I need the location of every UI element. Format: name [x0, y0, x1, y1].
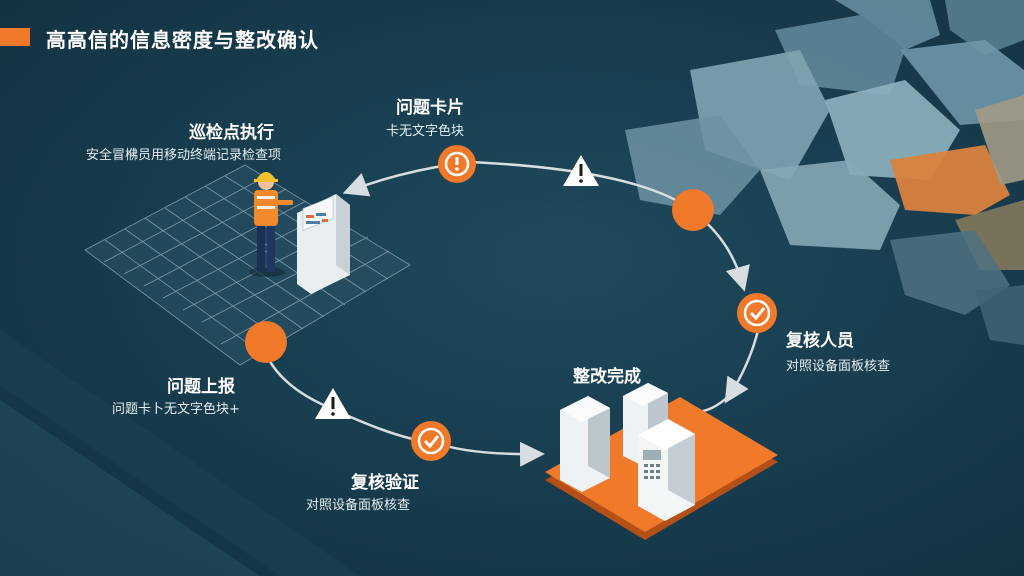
inspection-panel-board: [297, 194, 350, 294]
check-circle-icon: [411, 421, 451, 461]
node-subtitle-issue-report: 问题卡卜无文字色块+: [112, 402, 240, 417]
flow-node-dot: [672, 189, 714, 231]
map-blocks: [625, 0, 1024, 345]
node-subtitle-reviewer: 对照设备面板核查: [786, 359, 891, 374]
node-subtitle-verify: 对照设备面板核查: [306, 498, 411, 513]
node-subtitle-issue-card: 卡无文字色块: [386, 124, 465, 139]
server-cabinet: [560, 396, 610, 492]
inspector-worker-figure: [249, 172, 293, 277]
node-title-verify: 复核验证: [351, 473, 419, 493]
check-circle-icon: [737, 293, 777, 333]
server-cabinet: [638, 419, 695, 521]
page-title: 高高信的信息密度与整改确认: [46, 28, 319, 52]
node-title-issue-card: 问题卡片: [396, 98, 464, 118]
title-accent-bar: [0, 28, 30, 46]
node-title-reviewer: 复核人员: [786, 331, 854, 351]
warning-triangle-icon: [315, 388, 351, 419]
node-title-issue-report: 问题上报: [167, 377, 235, 397]
exclamation-circle-icon: [438, 145, 476, 183]
node-title-rectify-done: 整改完成: [573, 367, 641, 387]
node-subtitle-inspection: 安全冒梻员用移动终端记录检查项: [86, 148, 282, 163]
flow-node-dot: [245, 321, 287, 363]
inspection-grid-platform: [84, 164, 411, 366]
warning-triangle-icon: [563, 155, 599, 186]
node-title-inspection: 巡检点执行: [189, 123, 274, 143]
